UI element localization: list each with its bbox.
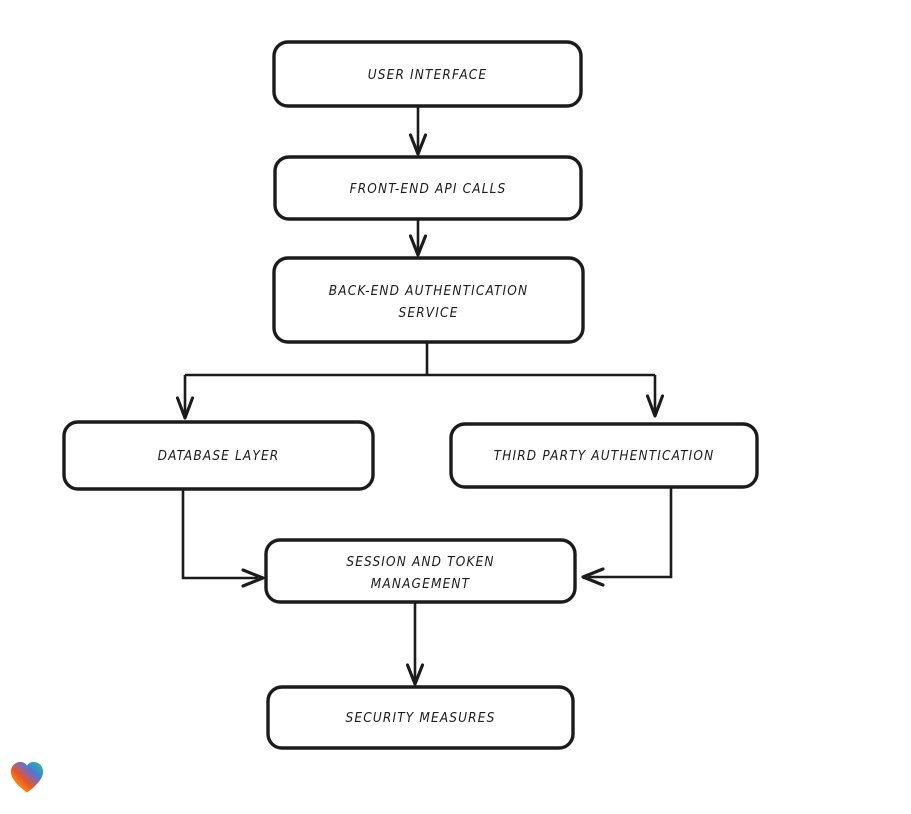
node-front-end-api-calls[interactable]: FRONT-END API CALLS <box>273 155 583 221</box>
node-back-end-authentication-service-shape <box>272 256 585 344</box>
node-front-end-api-calls-shape <box>273 155 583 221</box>
node-user-interface-shape <box>272 40 583 108</box>
node-back-end-authentication-service-label-line1: BACK-END AUTHENTICATION <box>329 283 528 299</box>
node-security-measures[interactable]: SECURITY MEASURES <box>266 685 575 750</box>
node-session-and-token-management[interactable]: SESSION AND TOKEN MANAGEMENT <box>264 538 577 604</box>
node-user-interface[interactable]: USER INTERFACE <box>272 40 583 108</box>
connector-back-end-fork <box>175 342 665 420</box>
node-back-end-authentication-service-label-line2: SERVICE <box>399 305 459 321</box>
node-database-layer-shape <box>62 420 375 491</box>
connector-third-party-to-session <box>581 487 673 587</box>
node-front-end-api-calls-label: FRONT-END API CALLS <box>350 181 507 197</box>
connector-database-to-session <box>181 489 265 588</box>
node-back-end-authentication-service[interactable]: BACK-END AUTHENTICATION SERVICE <box>272 256 585 344</box>
node-user-interface-label: USER INTERFACE <box>368 67 488 83</box>
node-third-party-authentication[interactable]: THIRD PARTY AUTHENTICATION <box>449 422 759 489</box>
node-third-party-authentication-label: THIRD PARTY AUTHENTICATION <box>494 448 715 464</box>
node-security-measures-shape <box>266 685 575 750</box>
node-third-party-authentication-shape <box>449 422 759 489</box>
node-security-measures-label: SECURITY MEASURES <box>346 710 496 726</box>
node-session-and-token-management-shape <box>264 538 577 604</box>
node-database-layer[interactable]: DATABASE LAYER <box>62 420 375 491</box>
heart-icon <box>10 762 44 793</box>
connector-user-interface-to-front-end <box>408 106 428 156</box>
node-session-and-token-management-label-line1: SESSION AND TOKEN <box>346 554 494 570</box>
connector-session-to-security <box>405 602 425 686</box>
connector-front-end-to-back-end <box>408 219 428 257</box>
node-session-and-token-management-label-line2: MANAGEMENT <box>371 576 471 592</box>
node-database-layer-label: DATABASE LAYER <box>158 448 280 464</box>
